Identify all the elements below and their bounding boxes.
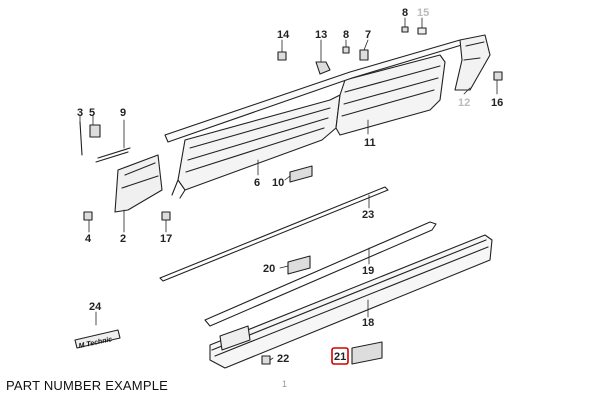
callout-6: 6 bbox=[254, 177, 260, 189]
callout-15: 15 bbox=[417, 7, 429, 19]
callout-8b: 8 bbox=[402, 7, 408, 19]
callout-7: 7 bbox=[365, 29, 371, 41]
callout-3: 3 bbox=[77, 107, 83, 119]
part-7-clip bbox=[359, 49, 369, 61]
callout-17: 17 bbox=[160, 233, 172, 245]
footer-page-number: 1 bbox=[282, 379, 288, 389]
part-16-clip bbox=[493, 71, 503, 81]
callout-22: 22 bbox=[277, 353, 289, 365]
part-3-pin bbox=[79, 121, 83, 156]
part-8-clip-a bbox=[342, 46, 350, 54]
callout-13: 13 bbox=[315, 29, 327, 41]
part-13-clip bbox=[315, 61, 331, 75]
part-6-door-moulding bbox=[171, 94, 341, 199]
part-17-clip bbox=[161, 211, 171, 221]
callout-23: 23 bbox=[362, 209, 374, 221]
part-22-screw bbox=[261, 355, 271, 365]
part-14-clip bbox=[277, 51, 287, 61]
callout-16: 16 bbox=[491, 97, 503, 109]
callout-2: 2 bbox=[120, 233, 126, 245]
part-19-strip bbox=[204, 221, 437, 327]
part-8-clip-b bbox=[401, 26, 409, 33]
part-9-wire bbox=[95, 147, 131, 163]
caption-part-number-example: PART NUMBER EXAMPLE bbox=[6, 378, 169, 393]
callout-19: 19 bbox=[362, 265, 374, 277]
part-5-bracket bbox=[89, 124, 101, 138]
callout-4: 4 bbox=[85, 233, 92, 245]
callout-24: 24 bbox=[89, 301, 102, 313]
callout-8a: 8 bbox=[343, 29, 349, 41]
callout-20: 20 bbox=[263, 263, 275, 275]
callout-18: 18 bbox=[362, 317, 374, 329]
part-21-block bbox=[351, 341, 383, 365]
part-18-sill bbox=[209, 234, 493, 369]
highlight-box-21 bbox=[331, 347, 349, 365]
part-2-rear-piece bbox=[114, 154, 163, 213]
part-23-strip bbox=[159, 186, 389, 282]
part-11-front-moulding bbox=[335, 54, 446, 136]
callout-5: 5 bbox=[89, 107, 95, 119]
callout-10: 10 bbox=[272, 177, 284, 189]
callout-9: 9 bbox=[120, 107, 126, 119]
part-4-clip bbox=[83, 211, 93, 221]
part-10-bracket bbox=[289, 165, 313, 183]
part-24-badge bbox=[74, 329, 121, 349]
leader-lines bbox=[79, 17, 498, 361]
part-15-clip bbox=[417, 27, 427, 35]
part-20-bracket bbox=[287, 255, 311, 275]
callout-numbers: 14 13 8 7 8 15 16 12 11 6 10 3 5 9 4 2 1… bbox=[77, 7, 503, 365]
callout-14: 14 bbox=[277, 29, 290, 41]
part-12-front-endpiece bbox=[454, 34, 491, 91]
callout-21: 21 bbox=[334, 351, 346, 363]
callout-11: 11 bbox=[364, 137, 376, 149]
callout-12: 12 bbox=[458, 97, 470, 109]
